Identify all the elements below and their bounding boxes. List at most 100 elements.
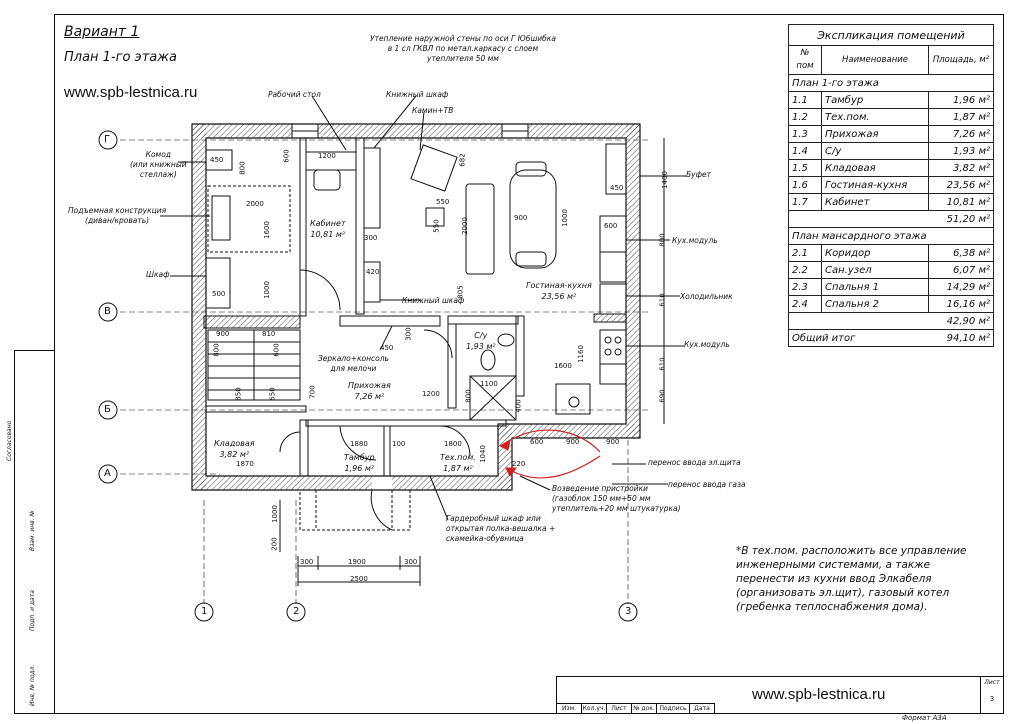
- room-vestibule: Тамбур 1,96 м²: [344, 453, 375, 473]
- fireplace-label: Камин+ТВ: [412, 106, 454, 115]
- table-title: Экспликация помещений: [788, 24, 994, 46]
- axis-g-label: Г: [104, 134, 111, 145]
- axis-b-label: Б: [104, 404, 111, 415]
- dim-label: 1040: [478, 445, 487, 463]
- row-name: С/у: [821, 142, 929, 160]
- dim-label: 450: [380, 344, 394, 352]
- row-num: 2.1: [788, 244, 822, 262]
- row-num: 1.6: [788, 176, 822, 194]
- row-area: 1,96 м²: [928, 91, 994, 109]
- dresser-label: Комод (или книжный стеллаж): [130, 150, 187, 179]
- dim-label: 200: [270, 537, 279, 551]
- dim-label: 805: [456, 285, 465, 299]
- column-header: № пом: [788, 45, 822, 75]
- bookcase-top-label: Книжный шкаф: [386, 90, 449, 99]
- dim-label: 2500: [350, 575, 368, 583]
- stamp-cell: Дата: [690, 703, 715, 713]
- mirror-label: Зеркало+консоль для мелочи: [318, 354, 389, 373]
- row-num: 1.5: [788, 159, 822, 177]
- axis-3-label: 3: [625, 606, 632, 617]
- dim-label: 690: [658, 389, 667, 403]
- title-block: Изм. Кол.уч. Лист № док. Подпись Дата Ли…: [556, 676, 1003, 713]
- dim-label: 600: [282, 149, 291, 163]
- room-tech: Тех.пом. 1,87 м²: [440, 453, 476, 473]
- dim-label: 850: [234, 387, 243, 401]
- row-name: Тех.пом.: [821, 108, 929, 126]
- engineering-note: *В тех.пом. расположить все управление и…: [736, 545, 967, 613]
- row-area: 1,87 м²: [928, 108, 994, 126]
- dim-label: 1200: [318, 152, 336, 160]
- lift-bed-label: Подъемная конструкция (диван/кровать): [68, 206, 167, 225]
- dim-label: 800: [658, 233, 667, 247]
- dim-label: 1400: [660, 171, 669, 189]
- axis-2-label: 2: [293, 606, 300, 617]
- website-link[interactable]: www.spb-lestnica.ru: [64, 84, 198, 101]
- stamp-cell: Изм.: [557, 703, 582, 713]
- dim-label: 2000: [460, 217, 469, 235]
- dim-label: 600: [604, 222, 618, 230]
- dim-label: 1160: [576, 345, 585, 363]
- total-value: 94,10 м²: [928, 329, 994, 347]
- website-link-footer[interactable]: www.spb-lestnica.ru: [752, 686, 886, 703]
- row-name: Тамбур: [821, 91, 929, 109]
- kitchen-module-1-label: Кух.модуль: [672, 236, 718, 245]
- dim-label: 600: [530, 438, 544, 446]
- row-num: 1.2: [788, 108, 822, 126]
- explication-table: Экспликация помещений № пом Наименование…: [788, 24, 994, 347]
- total-label: Общий итог: [788, 329, 929, 347]
- dim-label: 650: [268, 387, 277, 401]
- dim-label: 220: [512, 460, 526, 468]
- dim-label: 1000: [270, 505, 279, 523]
- dim-label: 600: [272, 343, 281, 357]
- row-num: 1.4: [788, 142, 822, 160]
- dim-label: 1870: [236, 460, 254, 468]
- column-header: Наименование: [821, 45, 929, 75]
- dim-label: 610: [658, 293, 667, 307]
- gas-move-label: перенос ввода газа: [668, 480, 746, 489]
- dim-label: 810: [262, 330, 276, 338]
- row-name: Спальня 1: [821, 278, 929, 296]
- dim-label: 420: [366, 268, 380, 276]
- dim-label: 1800: [444, 440, 462, 448]
- row-name: Коридор: [821, 244, 929, 262]
- dim-label: 2000: [246, 200, 264, 208]
- variant-title: Вариант 1: [64, 24, 140, 40]
- dim-label: 400: [514, 399, 523, 413]
- room-wc: С/у 1,93 м²: [466, 331, 496, 351]
- row-area: 7,26 м²: [928, 125, 994, 143]
- row-num: 1.7: [788, 193, 822, 211]
- group-header: План мансардного этажа: [788, 227, 994, 245]
- row-area: 16,16 м²: [928, 295, 994, 313]
- row-num: 1.1: [788, 91, 822, 109]
- dim-label: 1100: [480, 380, 498, 388]
- room-cabinet: Кабинет 10,81 м²: [310, 219, 346, 239]
- dim-label: 300: [364, 234, 378, 242]
- stamp-cells: Изм. Кол.уч. Лист № док. Подпись Дата: [557, 703, 715, 713]
- column-header: Площадь, м²: [928, 45, 994, 75]
- row-num: 2.3: [788, 278, 822, 296]
- buffet-label: Буфет: [686, 170, 711, 179]
- kitchen-module-2-label: Кух.модуль: [684, 340, 730, 349]
- row-area: 1,93 м²: [928, 142, 994, 160]
- dim-label: 800: [238, 161, 247, 175]
- sheet-box: Лист 3: [980, 677, 1003, 713]
- subtotal-1: 51,20 м²: [928, 210, 994, 228]
- dim-label: 300: [404, 558, 418, 566]
- room-hall: Прихожая 7,26 м²: [348, 381, 391, 401]
- dim-label: 900: [514, 214, 528, 222]
- desk-label: Рабочий стол: [268, 90, 321, 99]
- axis-1-label: 1: [201, 606, 208, 617]
- dim-label: 500: [212, 290, 226, 298]
- dim-label: 100: [392, 440, 406, 448]
- closet-label: Гардеробный шкаф или открытая полка-веша…: [446, 514, 556, 543]
- sheet-number: 3: [989, 695, 995, 703]
- row-name: Сан.узел: [821, 261, 929, 279]
- dim-label: 700: [308, 385, 317, 399]
- row-area: 3,82 м²: [928, 159, 994, 177]
